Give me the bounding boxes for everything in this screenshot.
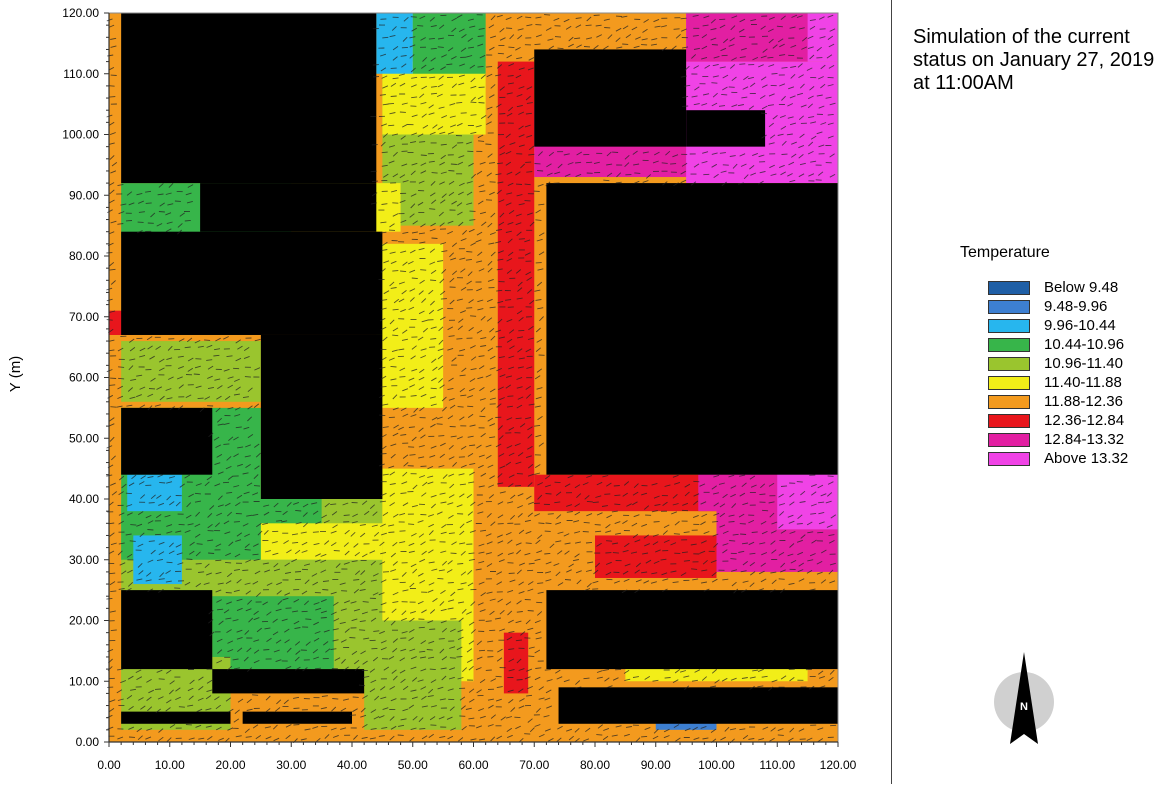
legend-item: 9.48-9.96 <box>988 297 1128 316</box>
x-tick-label: 70.00 <box>519 758 549 772</box>
y-tick-label: 90.00 <box>69 188 99 202</box>
x-tick-label: 40.00 <box>337 758 367 772</box>
building <box>686 110 766 147</box>
legend-item: 10.44-10.96 <box>988 335 1128 354</box>
temperature-region <box>376 243 444 408</box>
temperature-region <box>121 341 261 402</box>
y-tick-label: 0.00 <box>76 735 100 749</box>
legend-label: 11.88-12.36 <box>1044 393 1123 410</box>
building <box>546 183 838 475</box>
legend-swatch <box>988 413 1030 428</box>
y-tick-label: 100.00 <box>62 128 99 142</box>
x-tick-label: 120.00 <box>820 758 857 772</box>
legend: Temperature Below 9.48 9.48-9.96 9.96-10.4… <box>960 244 1128 468</box>
legend-items: Below 9.48 9.48-9.96 9.96-10.44 10.44-10.96… <box>960 278 1128 468</box>
building <box>121 711 231 724</box>
legend-label: 12.84-13.32 <box>1044 431 1125 448</box>
legend-label: 10.44-10.96 <box>1044 336 1125 353</box>
building-footprints <box>121 13 838 724</box>
legend-swatch <box>988 394 1030 409</box>
legend-item: Above 13.32 <box>988 449 1128 468</box>
x-tick-label: 90.00 <box>641 758 671 772</box>
x-tick-label: 20.00 <box>215 758 245 772</box>
y-axis-label: Y (m) <box>7 356 24 392</box>
building <box>200 183 377 232</box>
legend-swatch <box>988 356 1030 371</box>
y-tick-label: 70.00 <box>69 310 99 324</box>
y-tick-label: 50.00 <box>69 431 99 445</box>
heatmap-chart: 0.00 10.00 20.00 30.00 40.00 50.00 60.00 70.00 8… <box>7 6 857 772</box>
heatmap-svg: 0.00 10.00 20.00 30.00 40.00 50.00 60.00 70.00 8… <box>7 6 857 772</box>
legend-label: 9.96-10.44 <box>1044 317 1116 334</box>
x-tick-label: 10.00 <box>155 758 185 772</box>
building <box>546 590 838 670</box>
building <box>121 13 377 184</box>
legend-item: Below 9.48 <box>988 278 1128 297</box>
y-tick-label: 80.00 <box>69 249 99 263</box>
building <box>212 669 365 694</box>
legend-item: 11.88-12.36 <box>988 392 1128 411</box>
building <box>121 231 383 335</box>
temperature-region <box>497 61 535 487</box>
legend-item: 12.84-13.32 <box>988 430 1128 449</box>
legend-label: 10.96-11.40 <box>1044 355 1123 372</box>
x-tick-label: 50.00 <box>398 758 428 772</box>
temperature-region <box>260 523 383 560</box>
legend-swatch <box>988 318 1030 333</box>
building <box>121 407 213 475</box>
north-arrow-icon: N <box>994 652 1054 744</box>
x-tick-label: 30.00 <box>276 758 306 772</box>
legend-swatch <box>988 299 1030 314</box>
y-tick-label: 40.00 <box>69 492 99 506</box>
legend-label: 12.36-12.84 <box>1044 412 1125 429</box>
temperature-region <box>364 620 462 730</box>
legend-label: Above 13.32 <box>1044 450 1129 467</box>
y-tick-label: 30.00 <box>69 553 99 567</box>
temperature-region <box>376 13 413 74</box>
building <box>558 687 838 724</box>
legend-swatch <box>988 337 1030 352</box>
y-tick-label: 60.00 <box>69 371 99 385</box>
compass-label: N <box>1020 701 1028 713</box>
x-tick-label: 60.00 <box>458 758 488 772</box>
temperature-region <box>412 13 486 74</box>
legend-swatch <box>988 432 1030 447</box>
y-tick-label: 10.00 <box>69 674 99 688</box>
temperature-region <box>686 13 808 62</box>
legend-label: Below 9.48 <box>1044 279 1119 296</box>
y-tick-label: 110.00 <box>63 67 99 81</box>
legend-item: 12.36-12.84 <box>988 411 1128 430</box>
legend-item: 10.96-11.40 <box>988 354 1128 373</box>
y-tick-label: 20.00 <box>69 614 99 628</box>
building <box>260 334 383 499</box>
temperature-region <box>212 596 334 670</box>
legend-item: 9.96-10.44 <box>988 316 1128 335</box>
y-tick-label: 120.00 <box>62 6 99 20</box>
wind-vectors <box>106 14 837 744</box>
legend-item: 11.40-11.88 <box>988 373 1128 392</box>
x-tick-label: 0.00 <box>97 758 121 772</box>
temperature-region <box>595 535 717 578</box>
axes: 0.00 10.00 20.00 30.00 40.00 50.00 60.00 70.00 8… <box>62 6 856 772</box>
wind-arrow-field <box>106 14 837 744</box>
x-tick-label: 100.00 <box>698 758 735 772</box>
building <box>534 49 687 147</box>
legend-label: 9.48-9.96 <box>1044 298 1108 315</box>
legend-swatch <box>988 451 1030 466</box>
temperature-region <box>133 535 182 585</box>
x-tick-label: 80.00 <box>580 758 610 772</box>
panel-divider <box>891 0 892 784</box>
temperature-region <box>503 632 529 694</box>
chart-title: Simulation of the current status on Janu… <box>913 26 1155 94</box>
building <box>121 590 213 670</box>
legend-label: 11.40-11.88 <box>1044 374 1122 391</box>
legend-title: Temperature <box>960 244 1050 261</box>
x-tick-label: 110.00 <box>759 758 795 772</box>
legend-swatch <box>988 375 1030 390</box>
legend-swatch <box>988 280 1030 295</box>
temperature-region <box>127 474 182 512</box>
building <box>242 711 352 724</box>
